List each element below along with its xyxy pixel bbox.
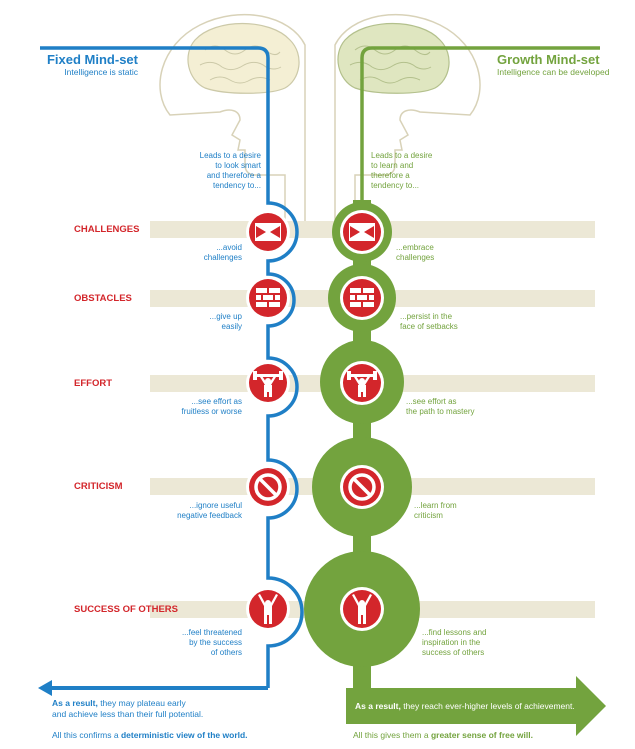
category-criticism: CRITICISM [74,481,123,492]
fixed-mindset-subtitle: Intelligence is static [64,67,138,77]
growth-result: As a result, they reach ever-higher leve… [355,701,575,711]
growth-mindset-subtitle: Intelligence can be developed [497,67,610,77]
category-effort: EFFORT [74,378,112,389]
category-obstacles: OBSTACLES [74,293,132,304]
fixed-mindset-title: Fixed Mind-set [46,52,138,67]
fixed-mindset-path [40,46,304,690]
fixed-result-arrowhead [38,680,52,696]
growth-mindset-title: Growth Mind-set [497,52,600,67]
growth-head-illustration [334,13,481,231]
fixed-result: As a result, they may plateau early and … [52,698,204,719]
fixed-conclusion: All this confirms a deterministic view o… [52,730,248,740]
growth-conclusion: All this gives them a greater sense of f… [353,730,533,740]
category-success-of-others: SUCCESS OF OTHERS [74,604,178,615]
category-challenges: CHALLENGES [74,224,140,235]
